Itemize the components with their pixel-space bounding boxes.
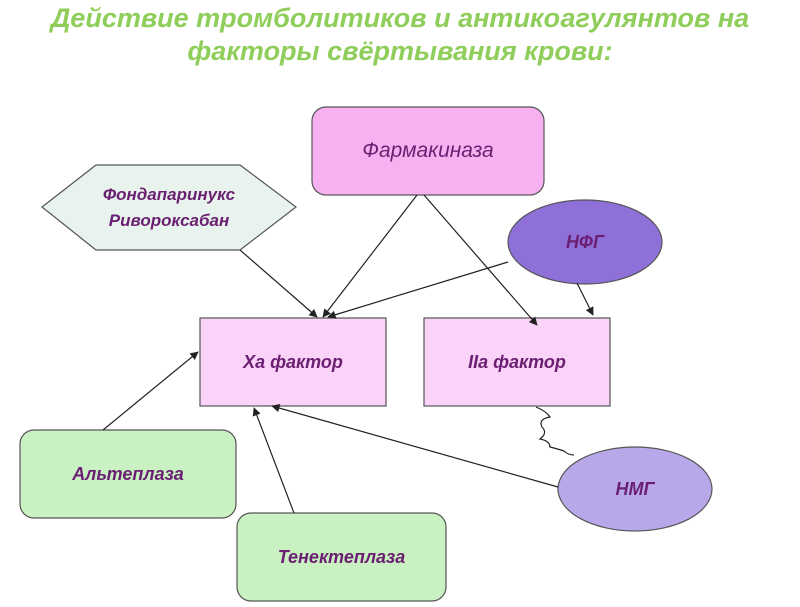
node-shape-fondaparinux (41, 164, 297, 251)
node-tenekteplaza: Тенектеплаза (237, 513, 446, 601)
node-label-nfg: НФГ (565, 231, 605, 252)
node-label-tenekteplaza: Тенектеплаза (277, 546, 406, 567)
node-label-xa-factor: Ха фактор (243, 351, 343, 372)
node-shape-nmg (557, 446, 713, 532)
edge-nfg-iia (576, 282, 594, 316)
node-nmg: НМГ (558, 447, 712, 531)
node-iia-factor: IIa фактор (424, 318, 610, 406)
title-line-2: факторы свёртывания крови: (187, 36, 613, 66)
edge-fondaparinux-xa (239, 249, 318, 318)
node-xa-factor: Ха фактор (200, 318, 386, 406)
node-fondaparinux: Фондапаринукс Ривороксабан (42, 165, 296, 250)
node-shape-tenekteplaza (236, 512, 447, 602)
node-label-fondaparinux: Фондапаринукс (102, 184, 236, 204)
node-nfg: НФГ (508, 200, 662, 284)
node-shape-farmakinaza (311, 106, 545, 196)
node-label-alteplaza: Альтеплаза (72, 463, 184, 484)
diagram-title: Действие тромболитиков и антикоагулянтов… (0, 2, 800, 68)
node-shape-alteplaza (19, 429, 237, 519)
edge-nmg-xa (271, 404, 559, 488)
edge-farmakinaza-xa (322, 194, 418, 318)
edge-tenekteplaza-xa (252, 407, 295, 514)
node-alteplaza: Альтеплаза (20, 430, 236, 518)
node-label-rivaroxaban: Ривороксабан (108, 210, 230, 230)
node-shape-nfg (507, 199, 663, 285)
node-label-nmg: НМГ (615, 478, 655, 499)
title-line-1: Действие тромболитиков и антикоагулянтов… (50, 3, 750, 33)
node-label-iia-factor: IIa фактор (468, 351, 566, 372)
edge-nfg-xa (327, 261, 509, 319)
node-label-farmakinaza: Фармакиназа (362, 139, 494, 162)
edge-farmakinaza-iia (423, 194, 538, 326)
node-shape-xa (199, 317, 387, 407)
edge-alteplaza-xa (102, 351, 199, 431)
node-farmakinaza: Фармакиназа (312, 107, 544, 195)
node-shape-iia (423, 317, 611, 407)
edge-nmg-iia-wavy (535, 406, 575, 456)
